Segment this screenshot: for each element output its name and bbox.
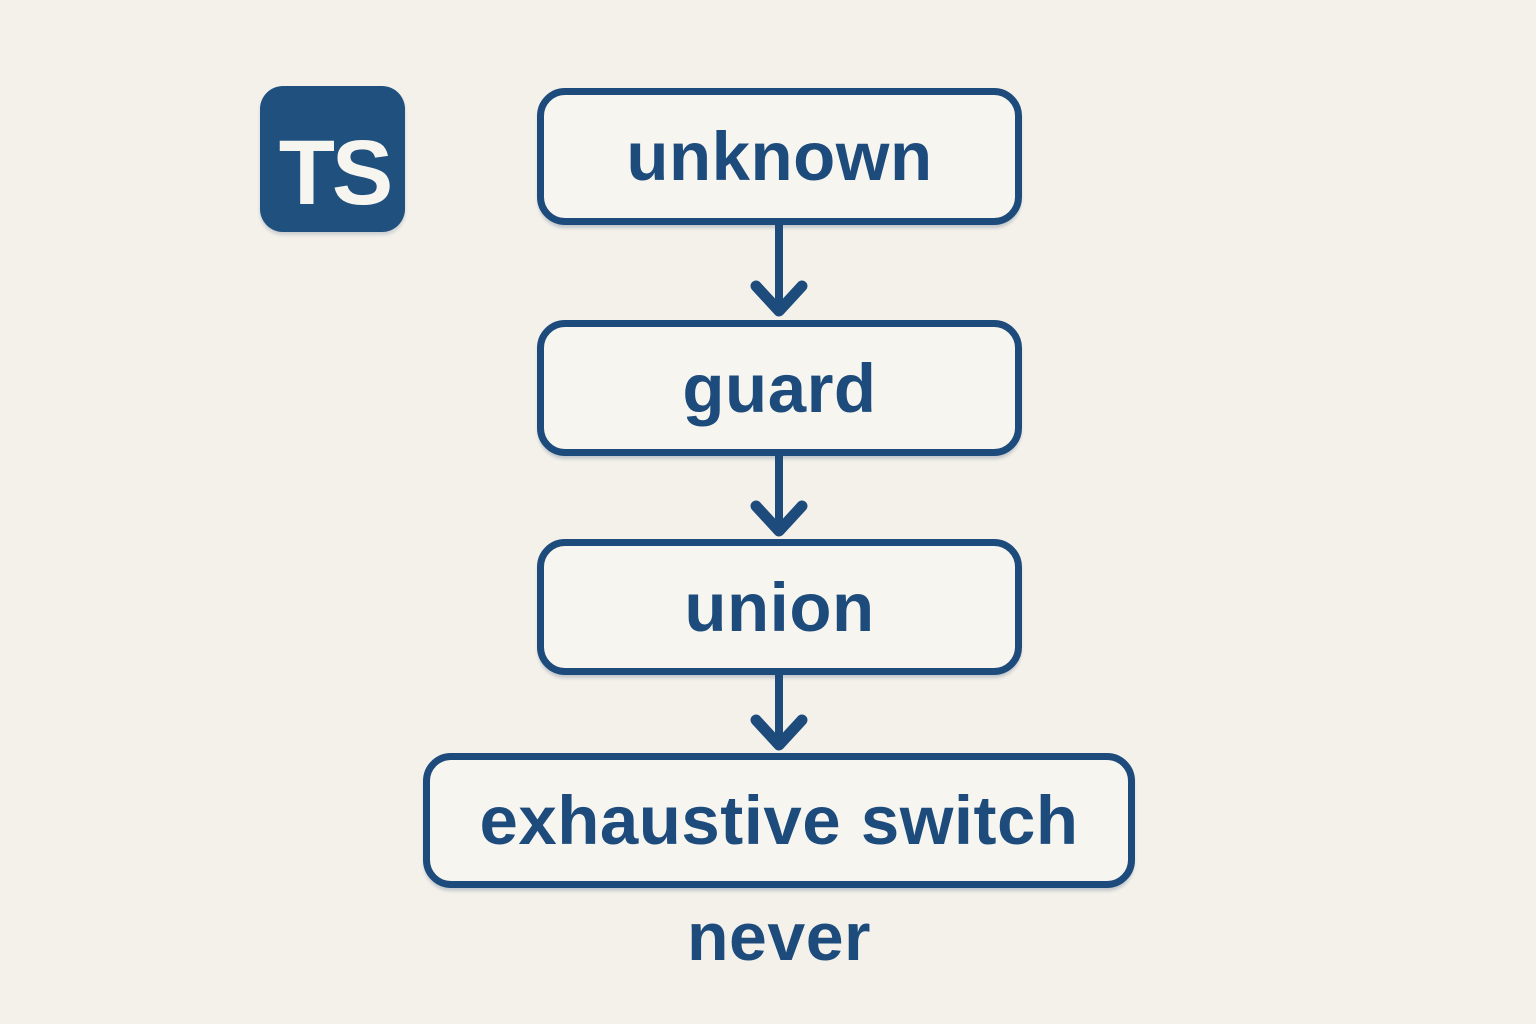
- typescript-logo: TS: [260, 86, 405, 232]
- flow-node-union-label: union: [684, 568, 875, 646]
- arrow-down-icon: [750, 224, 808, 317]
- flow-node-union: union: [537, 539, 1022, 675]
- flow-node-unknown: unknown: [537, 88, 1022, 225]
- flow-node-exhaustive-switch-label: exhaustive switch: [479, 782, 1079, 859]
- arrow-down-icon: [750, 674, 808, 751]
- arrow-down-icon: [750, 455, 808, 537]
- flow-node-exhaustive-switch: exhaustive switch: [423, 753, 1135, 888]
- flow-node-guard-label: guard: [682, 349, 877, 427]
- flow-node-guard: guard: [537, 320, 1022, 456]
- flow-node-unknown-label: unknown: [626, 118, 933, 195]
- typescript-logo-text: TS: [278, 122, 394, 224]
- never-result-label: never: [687, 899, 871, 975]
